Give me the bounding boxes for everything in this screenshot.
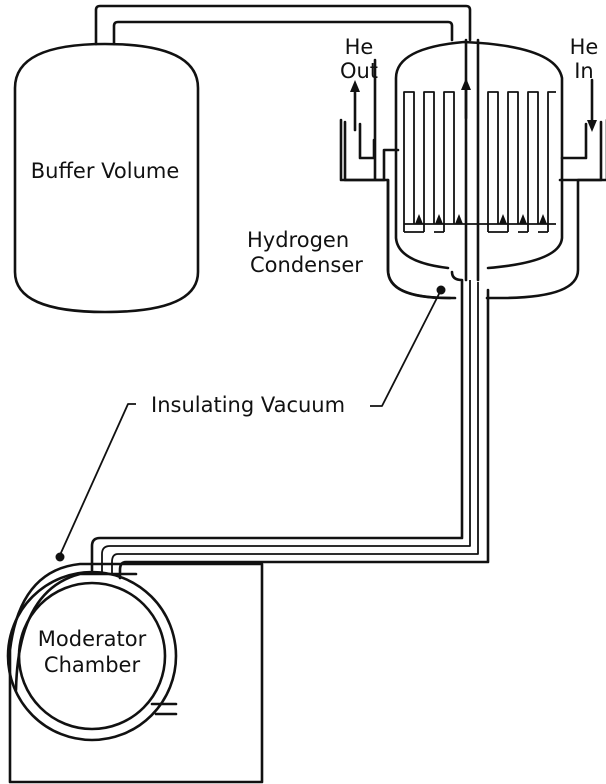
central-tube-arrowhead [461,78,471,90]
he-out-arrowhead [350,80,360,92]
he-in-label-line1: He [570,35,599,59]
buffer-volume-tank [13,42,200,314]
moderator-housing-inner [14,572,138,692]
he-out-label-line1: He [345,35,374,59]
condenser-cooling-coils [403,91,556,233]
transfer-line-4 [118,288,490,580]
transfer-line-2 [101,280,471,572]
leader-line-condenser [370,291,441,407]
condenser-inner-vessel [394,40,564,270]
moderator-chamber-inner [17,581,167,731]
leader-dot-moderator [55,552,65,562]
buffer-pipe-inner [112,20,454,46]
hydrogen-condenser-label-line1: Hydrogen [247,228,349,252]
condenser-central-tube [464,38,480,282]
buffer-volume-label: Buffer Volume [31,159,180,183]
moderator-chamber-outer [6,570,178,742]
transfer-line-3 [111,282,479,574]
insulating-vacuum-label: Insulating Vacuum [151,393,345,417]
coil-flow-arrows [415,214,547,224]
transfer-line-1 [90,270,464,572]
moderator-vacuum-housing [8,562,264,784]
moderator-chamber-label-line2: Chamber [44,653,141,677]
he-out-label-line2: Out [340,59,378,83]
moderator-outlet-stub [150,702,178,716]
buffer-pipe-outer [94,4,472,46]
he-out-line [343,120,400,182]
he-in-arrowhead [587,120,597,132]
moderator-chamber-label-line1: Moderator [38,627,147,651]
hydrogen-condenser-label-line2: Condenser [250,253,363,277]
he-in-label-line2: In [574,59,594,83]
he-in-line [558,120,603,182]
leader-dot-condenser [436,285,446,295]
leader-line-moderator [59,403,136,556]
